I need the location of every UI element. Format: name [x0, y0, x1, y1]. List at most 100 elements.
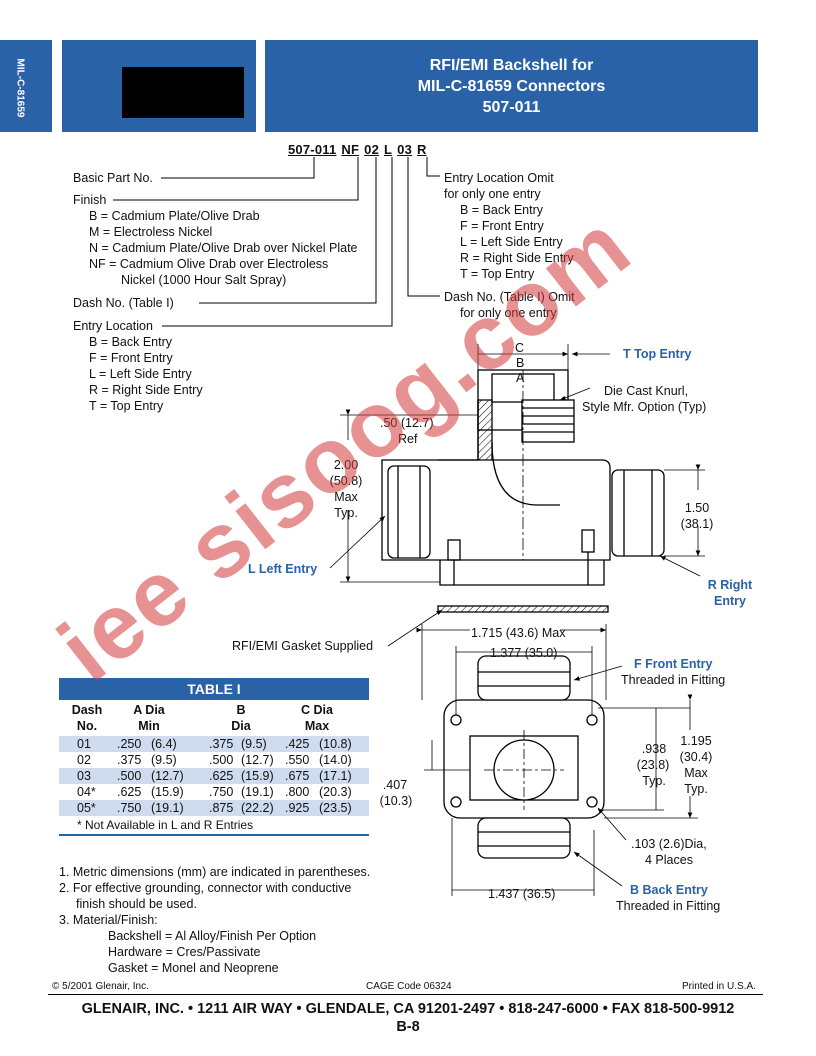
- finish-option: Nickel (1000 Hour Salt Spray): [121, 273, 287, 287]
- dim-b-label: B: [516, 356, 525, 370]
- cell-am: (9.5): [151, 753, 177, 767]
- note-3-gasket: Gasket = Monel and Neoprene: [108, 961, 279, 975]
- dim-a-label: A: [516, 371, 525, 385]
- cell-a: .500: [117, 769, 142, 783]
- cell-dash: 05*: [77, 801, 96, 815]
- cell-c: .675: [285, 769, 310, 783]
- printed-in: Printed in U.S.A.: [682, 981, 756, 992]
- cell-am: (19.1): [151, 801, 184, 815]
- width-1437-dim: 1.437 (36.5): [488, 887, 556, 901]
- cell-cm: (23.5): [319, 801, 352, 815]
- cell-bm: (12.7): [241, 753, 274, 767]
- cell-b: .500: [209, 753, 234, 767]
- back-thread-note: Threaded in Fitting: [616, 899, 721, 913]
- cell-cm: (17.1): [319, 769, 352, 783]
- top-entry-label: T Top Entry: [623, 347, 692, 361]
- entry-option: T = Top Entry: [89, 399, 164, 413]
- cell-a: .375: [117, 753, 142, 767]
- title-line-3: 507-011: [482, 99, 541, 116]
- header-title: RFI/EMI Backshell for MIL-C-81659 Connec…: [265, 40, 758, 132]
- pn-entry2: R: [417, 142, 427, 157]
- dim-938-3: Typ.: [642, 774, 666, 788]
- hole-note-2: 4 Places: [645, 853, 693, 867]
- cell-cm: (14.0): [319, 753, 352, 767]
- entry-option: L = Left Side Entry: [89, 367, 192, 381]
- table-note: * Not Available in L and R Entries: [59, 816, 369, 836]
- technical-drawing: [329, 344, 705, 896]
- width-150-dim: 1.50: [684, 501, 710, 515]
- cell-c: .425: [285, 737, 310, 751]
- right-entry-option: T = Top Entry: [460, 267, 535, 281]
- front-thread-note: Threaded in Fitting: [621, 673, 726, 687]
- height-dim-4: Typ.: [334, 506, 358, 520]
- cell-b: .625: [209, 769, 234, 783]
- ref-dim-2: Ref: [398, 432, 418, 446]
- back-entry-label: B Back Entry: [630, 883, 708, 897]
- dim-1195: 1.195: [680, 734, 712, 748]
- dim-938-2: (23.8): [636, 758, 670, 772]
- note-2-cont: finish should be used.: [76, 897, 197, 911]
- right-entry-option: R = Right Side Entry: [460, 251, 574, 265]
- cell-dash: 01: [77, 737, 91, 751]
- right-entry-option: B = Back Entry: [460, 203, 544, 217]
- page-number: B-8: [396, 1019, 420, 1035]
- dash-no-label: Dash No. (Table I): [73, 296, 174, 310]
- cell-dash: 02: [77, 753, 91, 767]
- copyright: © 5/2001 Glenair, Inc.: [52, 981, 149, 992]
- header-logo-block: [122, 67, 244, 118]
- left-entry-label: L Left Entry: [248, 562, 318, 576]
- height-dim-3: Max: [334, 490, 358, 504]
- cell-a: .250: [117, 737, 142, 751]
- dim-407-2: (10.3): [379, 794, 413, 808]
- pn-dash2: 03: [397, 142, 413, 157]
- title-line-1: RFI/EMI Backshell for: [429, 57, 594, 74]
- finish-option: NF = Cadmium Olive Drab over Electroless: [89, 257, 329, 271]
- finish-option: B = Cadmium Plate/Olive Drab: [89, 209, 260, 223]
- pn-entry: L: [384, 142, 393, 157]
- pn-finish: NF: [341, 142, 360, 157]
- right-entry-label: R Right: [707, 578, 753, 592]
- right-dash-label-2: for only one entry: [460, 306, 557, 320]
- note-3-backshell: Backshell = Al Alloy/Finish Per Option: [108, 929, 317, 943]
- finish-option: N = Cadmium Plate/Olive Drab over Nickel…: [89, 241, 358, 255]
- footer-rule: [48, 994, 763, 995]
- entry-option: F = Front Entry: [89, 351, 173, 365]
- note-2: 2. For effective grounding, connector wi…: [59, 881, 352, 895]
- cell-am: (6.4): [151, 737, 177, 751]
- front-entry-label: F Front Entry: [634, 657, 713, 671]
- cell-bm: (19.1): [241, 785, 274, 799]
- note-3-hardware: Hardware = Cres/Passivate: [108, 945, 261, 959]
- cell-a: .625: [117, 785, 142, 799]
- cell-bm: (22.2): [241, 801, 274, 815]
- entry-option: B = Back Entry: [89, 335, 173, 349]
- knurl-note-2: Style Mfr. Option (Typ): [582, 400, 707, 414]
- cell-bm: (15.9): [241, 769, 274, 783]
- cell-cm: (10.8): [319, 737, 352, 751]
- cell-b: .375: [209, 737, 234, 751]
- cell-c: .800: [285, 785, 310, 799]
- right-dash-label: Dash No. (Table I) Omit: [444, 290, 575, 304]
- table-row: 02.375(9.5).500(12.7).550(14.0): [59, 752, 369, 768]
- cell-b: .750: [209, 785, 234, 799]
- right-entry-option: F = Front Entry: [460, 219, 544, 233]
- table-title: TABLE I: [59, 678, 369, 700]
- table-row: 05*.750(19.1).875(22.2).925(23.5): [59, 800, 369, 816]
- width-1377-dim: 1.377 (35.0): [490, 646, 558, 660]
- dim-938: .938: [641, 742, 667, 756]
- title-line-2: MIL-C-81659 Connectors: [417, 78, 606, 95]
- cage-code: CAGE Code 06324: [366, 981, 452, 992]
- right-entry-title-2: for only one entry: [444, 187, 541, 201]
- table-row: 04*.625(15.9).750(19.1).800(20.3): [59, 784, 369, 800]
- basic-part-label: Basic Part No.: [73, 171, 153, 185]
- cell-b: .875: [209, 801, 234, 815]
- cell-cm: (20.3): [319, 785, 352, 799]
- cell-bm: (9.5): [241, 737, 267, 751]
- width-150-dim-2: (38.1): [680, 517, 714, 531]
- cell-dash: 03: [77, 769, 91, 783]
- pn-basic: 507-011: [288, 142, 337, 157]
